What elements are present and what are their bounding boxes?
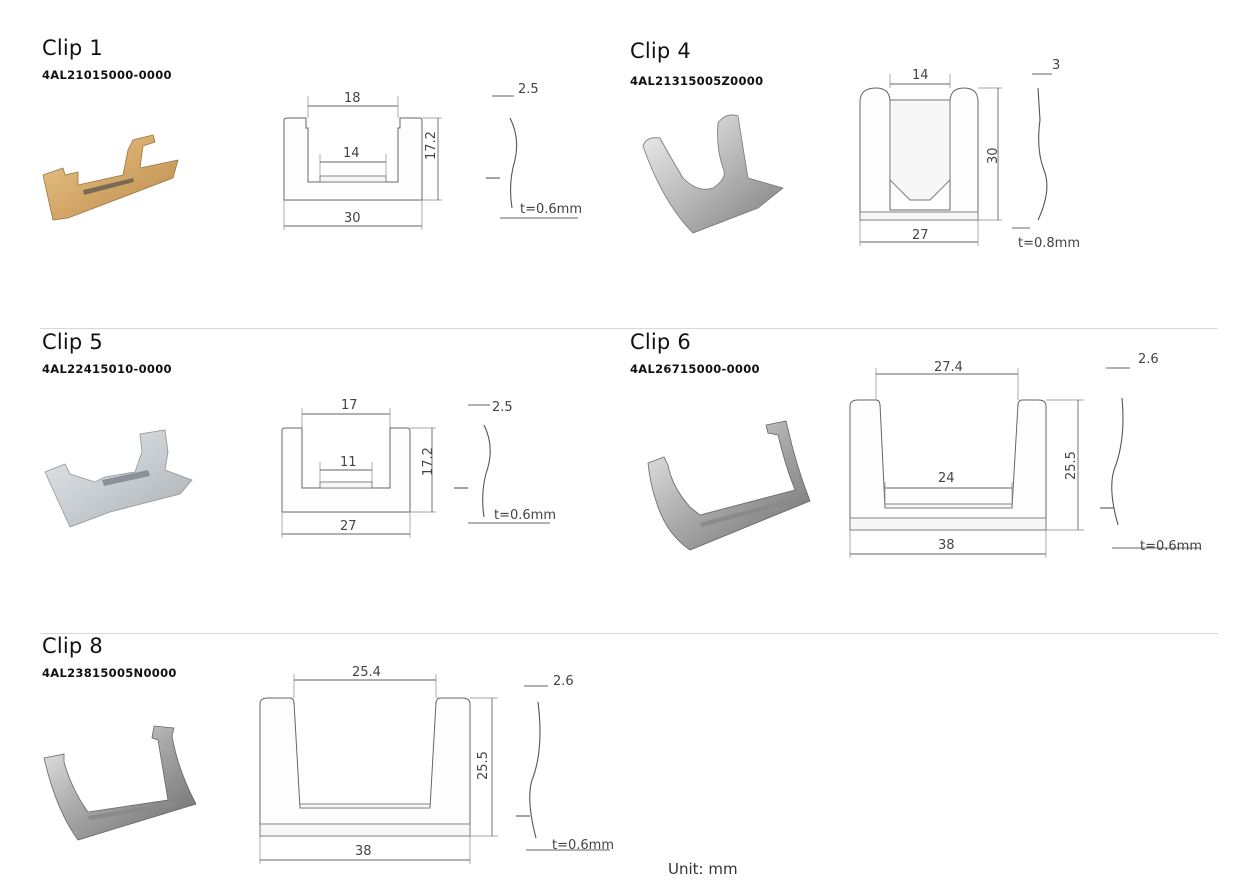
dim-thickness: t=0.6mm bbox=[494, 508, 556, 523]
clip-photo bbox=[43, 725, 197, 841]
dim-top: 25.4 bbox=[352, 665, 381, 680]
clip-title: Clip 1 bbox=[42, 36, 103, 60]
dim-thickness: t=0.8mm bbox=[1018, 236, 1080, 251]
dim-width: 27 bbox=[912, 228, 929, 243]
dim-top: 14 bbox=[912, 68, 929, 83]
clip-photo bbox=[642, 114, 784, 234]
clip-code: 4AL26715000-0000 bbox=[630, 362, 760, 376]
dim-height: 17.2 bbox=[421, 447, 436, 476]
dim-thick-top: 3 bbox=[1052, 58, 1061, 73]
front-view-drawing bbox=[283, 96, 442, 230]
dim-thick-top: 2.5 bbox=[518, 82, 539, 97]
front-view-drawing bbox=[859, 74, 1002, 246]
dim-width: 38 bbox=[355, 844, 372, 859]
side-profile-drawing bbox=[516, 685, 610, 851]
dim-height: 25.5 bbox=[1064, 451, 1079, 480]
clip-code: 4AL23815005N0000 bbox=[42, 666, 177, 680]
clip-photo bbox=[42, 134, 179, 221]
side-profile-drawing bbox=[454, 404, 550, 524]
dim-width: 38 bbox=[938, 538, 955, 553]
dim-width: 30 bbox=[344, 211, 361, 226]
dim-inner: 24 bbox=[938, 471, 955, 486]
clip-title: Clip 6 bbox=[630, 330, 691, 354]
dim-height: 17.2 bbox=[424, 131, 439, 160]
dim-inner: 14 bbox=[343, 146, 360, 161]
clip-code: 4AL22415010-0000 bbox=[42, 362, 172, 376]
dim-inner: 11 bbox=[340, 455, 357, 470]
side-profile-drawing bbox=[1100, 367, 1200, 549]
dim-thick-top: 2.5 bbox=[492, 400, 513, 415]
dim-top: 17 bbox=[341, 398, 358, 413]
clip-photo bbox=[44, 429, 193, 528]
side-profile-drawing bbox=[486, 95, 578, 219]
clip-title: Clip 8 bbox=[42, 634, 103, 658]
front-view-drawing bbox=[259, 674, 498, 864]
dim-top: 18 bbox=[344, 91, 361, 106]
dim-thickness: t=0.6mm bbox=[520, 202, 582, 217]
front-view-drawing bbox=[849, 368, 1084, 558]
dim-thickness: t=0.6mm bbox=[552, 838, 614, 853]
dim-width: 27 bbox=[340, 519, 357, 534]
dim-height: 25.5 bbox=[476, 751, 491, 780]
section-divider bbox=[40, 633, 1218, 634]
unit-label: Unit: mm bbox=[668, 860, 738, 878]
clip-title: Clip 5 bbox=[42, 330, 103, 354]
front-view-drawing bbox=[281, 408, 436, 538]
dim-thick-top: 2.6 bbox=[1138, 352, 1159, 367]
dim-thick-top: 2.6 bbox=[553, 674, 574, 689]
dim-top: 27.4 bbox=[934, 360, 963, 375]
clip-code: 4AL21315005Z0000 bbox=[630, 74, 764, 88]
side-profile-drawing bbox=[1012, 73, 1052, 229]
clip-code: 4AL21015000-0000 bbox=[42, 68, 172, 82]
section-divider bbox=[40, 328, 1218, 329]
dim-thickness: t=0.6mm bbox=[1140, 539, 1202, 554]
clip-photo bbox=[647, 420, 811, 551]
clip-title: Clip 4 bbox=[630, 39, 691, 63]
dim-height: 30 bbox=[986, 147, 1001, 164]
